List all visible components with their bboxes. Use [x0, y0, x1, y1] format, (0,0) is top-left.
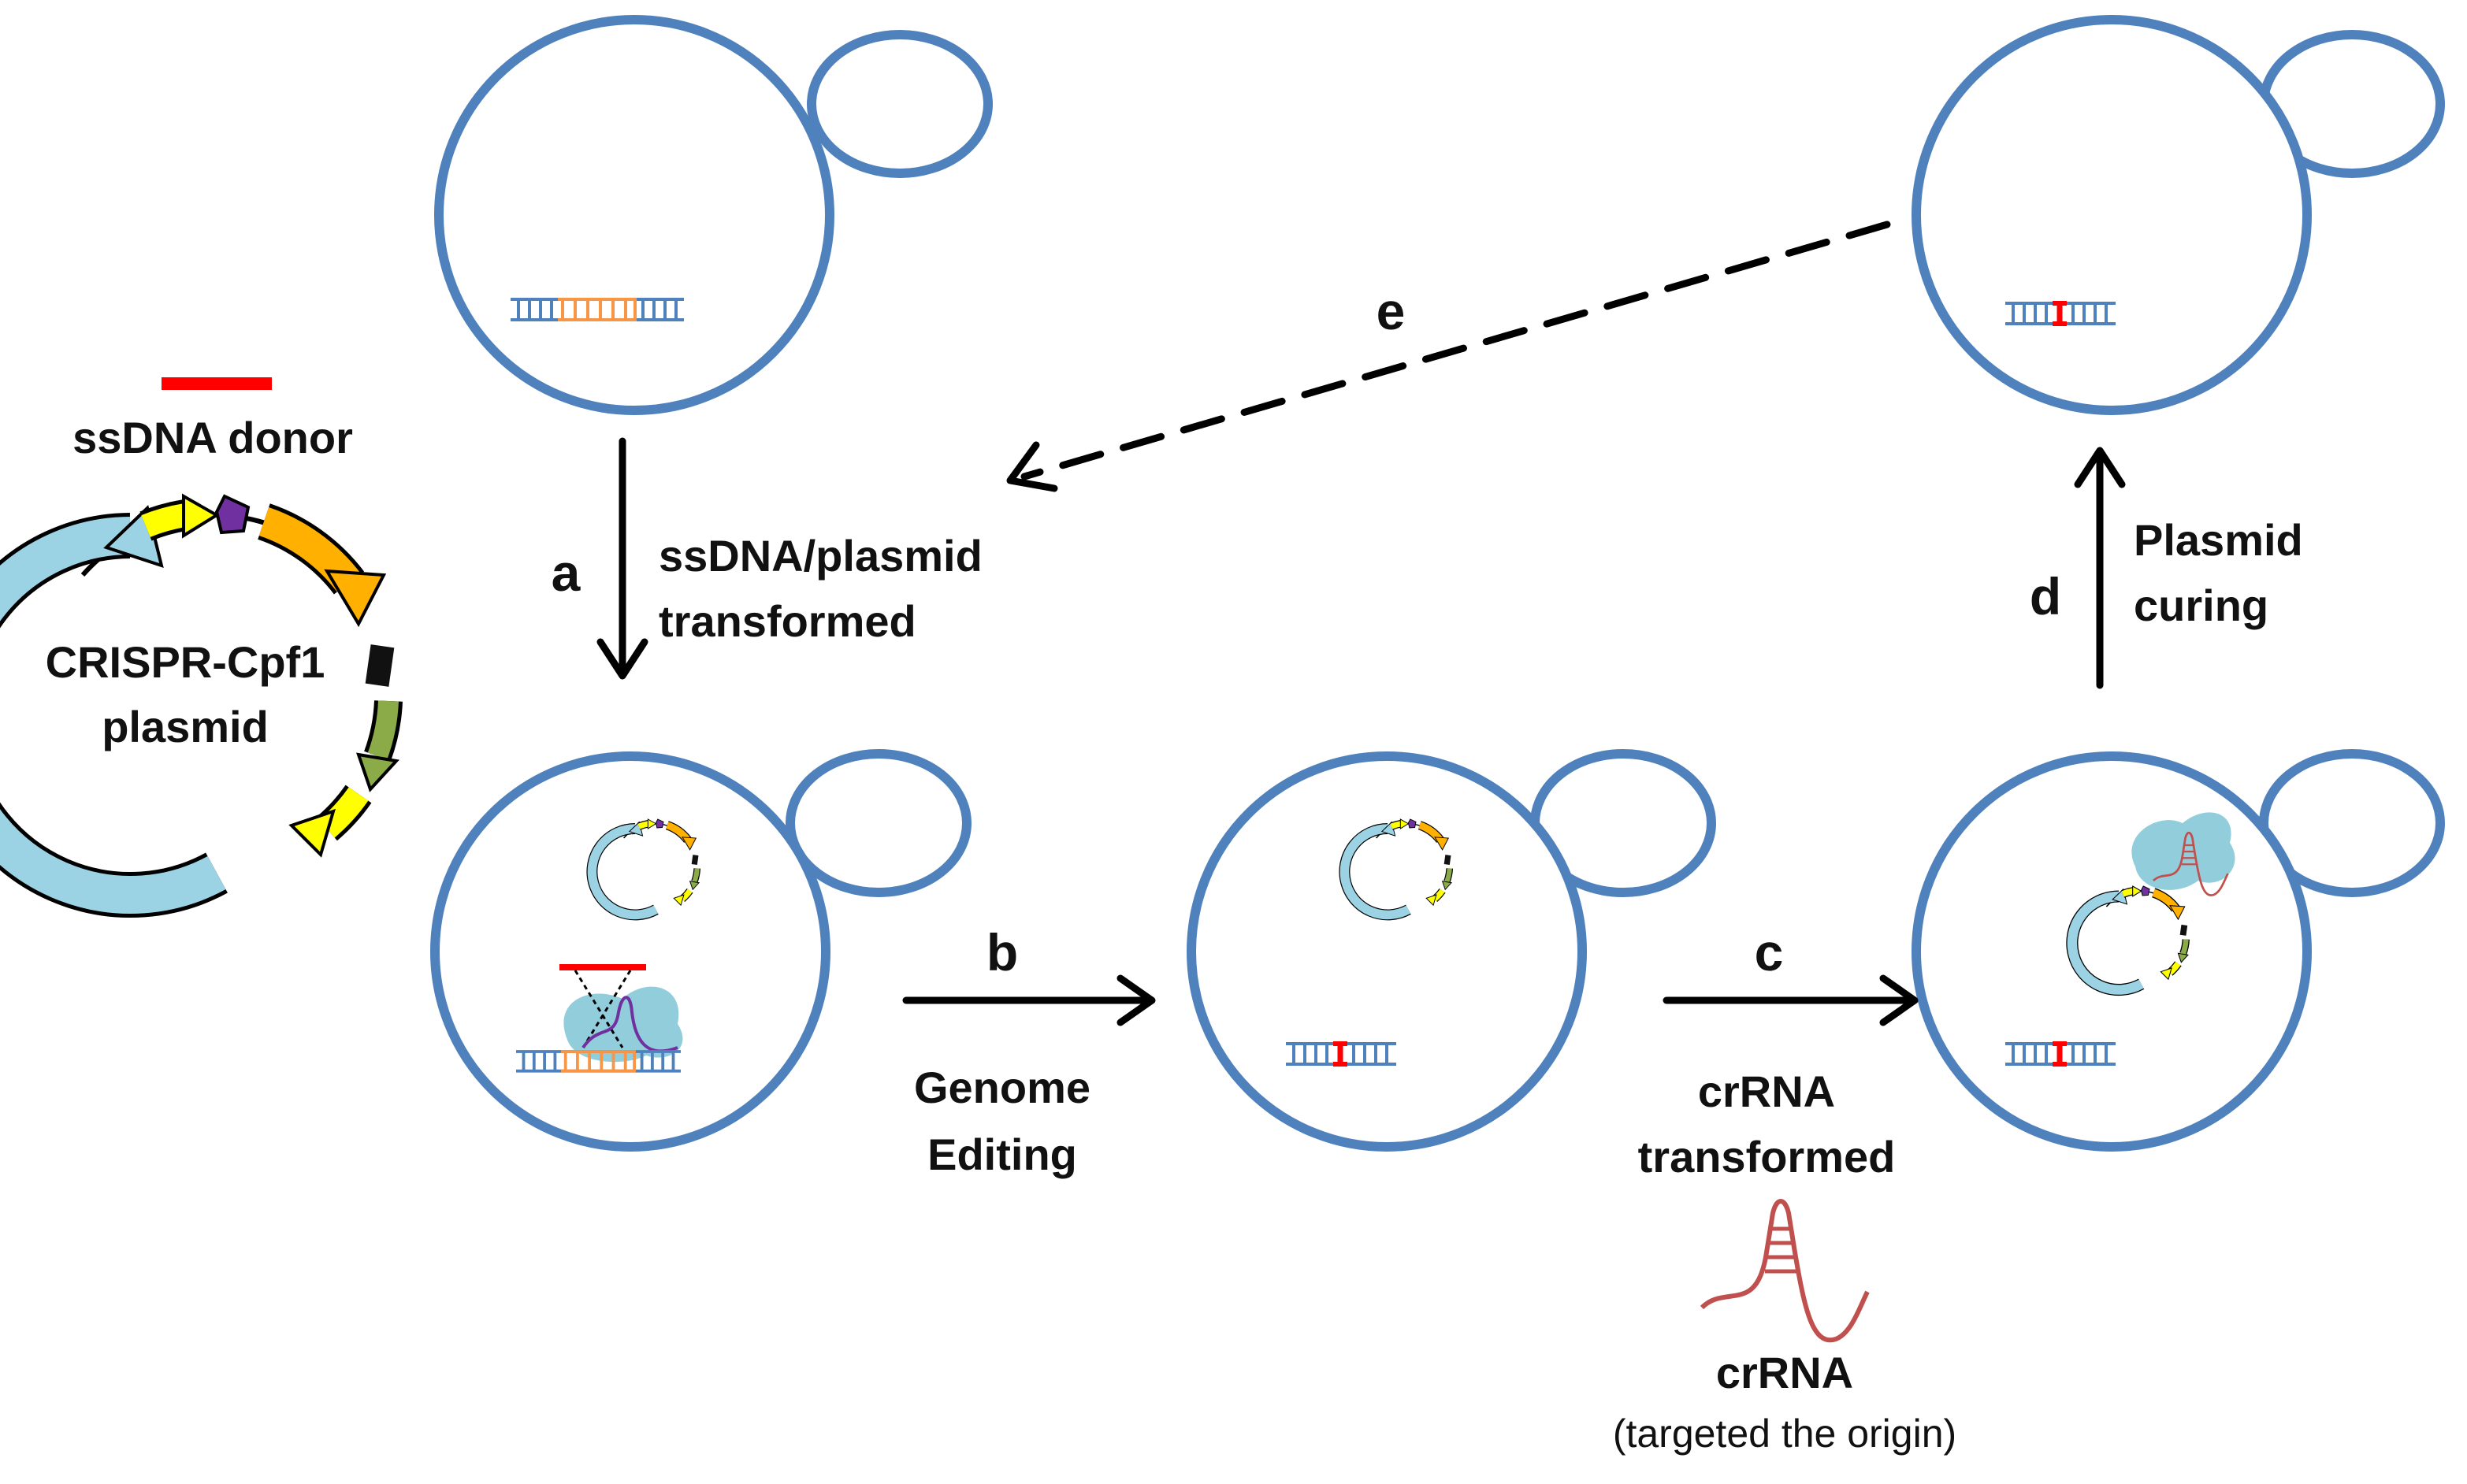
- step-c-letter: c: [1755, 923, 1784, 981]
- step-a-line2: transformed: [659, 596, 916, 646]
- arrow-step-b-head: [1116, 974, 1156, 1026]
- cpf1-protein: [563, 986, 683, 1063]
- step-e-letter: e: [1377, 282, 1406, 340]
- crrna-note: (targeted the origin): [1613, 1412, 1956, 1456]
- step-a-line1: ssDNA/plasmid: [659, 531, 983, 581]
- arrow-step-e: [1020, 221, 1891, 480]
- cell-initial: [434, 15, 993, 415]
- plasmid-label-line1: CRISPR-Cpf1: [46, 637, 325, 687]
- plasmid-label-line2: plasmid: [102, 702, 269, 751]
- crrna-bound: [581, 996, 678, 1053]
- arrow-step-a-head: [596, 638, 648, 680]
- crrna-icon: [1702, 1201, 1867, 1340]
- arrow-step-e-head: [1006, 441, 1058, 492]
- step-a-letter: a: [552, 544, 581, 602]
- cell-transformed: [430, 749, 972, 1152]
- cell-edited: [1187, 749, 1716, 1152]
- cell-cured: [1912, 15, 2445, 415]
- arrow-step-c-head: [1879, 974, 1919, 1026]
- ssdna-donor-label: ssDNA donor: [72, 413, 353, 462]
- crispr-cpf1-plasmid: [0, 496, 396, 895]
- cell-crrna-transformed: [1912, 749, 2445, 1152]
- step-c-line2: transformed: [1638, 1132, 1896, 1182]
- crrna-label: crRNA: [1716, 1348, 1853, 1397]
- step-c-line1: crRNA: [1698, 1067, 1835, 1116]
- arrow-step-d-head: [2074, 447, 2126, 488]
- step-d-line1: Plasmid: [2134, 515, 2303, 565]
- step-b-line1: Genome: [914, 1063, 1090, 1112]
- step-d-letter: d: [2030, 567, 2061, 625]
- step-b-letter: b: [986, 923, 1018, 981]
- step-b-line2: Editing: [927, 1130, 1077, 1179]
- step-d-line2: curing: [2134, 581, 2268, 630]
